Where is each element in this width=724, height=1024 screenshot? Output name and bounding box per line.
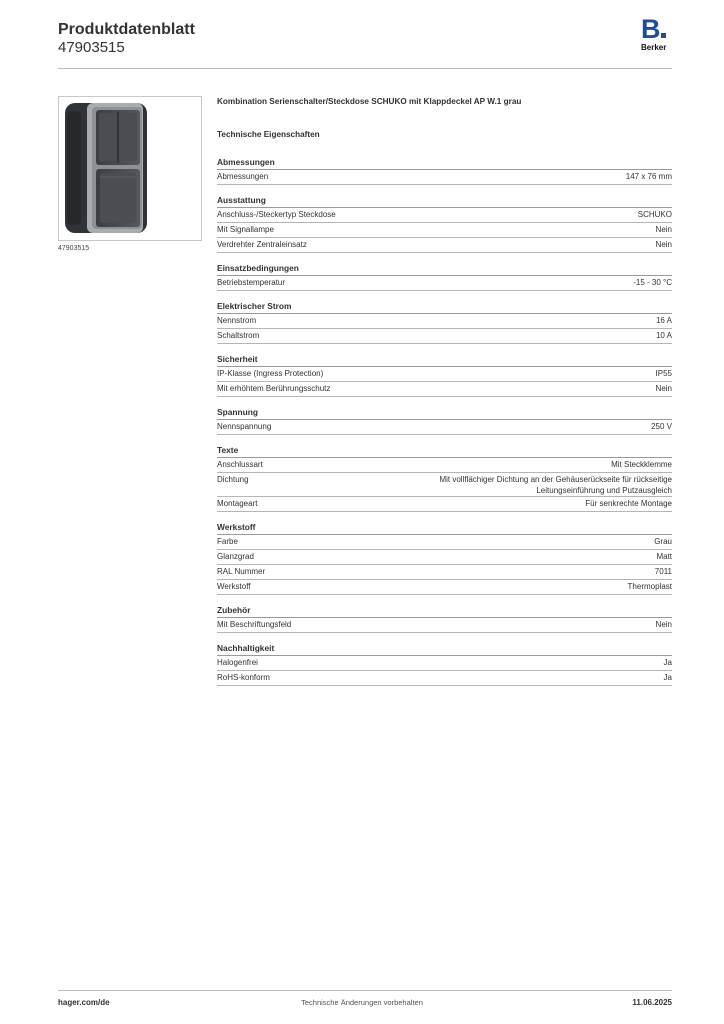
spec-row: RAL Nummer 7011: [217, 565, 672, 580]
spec-row: Glanzgrad Matt: [217, 550, 672, 565]
spec-row: Mit Signallampe Nein: [217, 223, 672, 238]
spec-content: Kombination Serienschalter/Steckdose SCH…: [217, 97, 672, 696]
section-heading: Technische Eigenschaften: [217, 130, 320, 139]
spec-row: Werkstoff Thermoplast: [217, 580, 672, 595]
spec-label: Verdrehter Zentraleinsatz: [217, 240, 307, 249]
product-name: Kombination Serienschalter/Steckdose SCH…: [217, 97, 522, 106]
spec-value: IP55: [655, 369, 672, 378]
group-title: Einsatzbedingungen: [217, 263, 672, 276]
spec-value: 147 x 76 mm: [625, 172, 672, 181]
spec-label: Schaltstrom: [217, 331, 260, 340]
spec-value: -15 - 30 °C: [633, 278, 672, 287]
spec-value: Thermoplast: [627, 582, 672, 591]
group-title: Werkstoff: [217, 522, 672, 535]
spec-row: Anschluss-/Steckertyp Steckdose SCHUKO: [217, 208, 672, 223]
spec-value: Nein: [655, 384, 672, 393]
spec-label: Nennstrom: [217, 316, 257, 325]
spec-label: Glanzgrad: [217, 552, 254, 561]
spec-row: IP-Klasse (Ingress Protection) IP55: [217, 367, 672, 382]
spec-label: Abmessungen: [217, 172, 269, 181]
spec-row: Schaltstrom 10 A: [217, 329, 672, 344]
spec-row: Verdrehter Zentraleinsatz Nein: [217, 238, 672, 253]
spec-row: Dichtung Mit vollflächiger Dichtung an de…: [217, 473, 672, 497]
spec-value: 250 V: [651, 422, 672, 431]
spec-value: Nein: [655, 225, 672, 234]
spec-label: Mit Signallampe: [217, 225, 274, 234]
spec-row: Mit erhöhtem Berührungsschutz Nein: [217, 382, 672, 397]
spec-value: Grau: [654, 537, 672, 546]
spec-label: Betriebstemperatur: [217, 278, 286, 287]
spec-row: Nennspannung 250 V: [217, 420, 672, 435]
spec-label: Dichtung: [217, 475, 249, 484]
spec-value: SCHUKO: [637, 210, 672, 219]
group-title: Spannung: [217, 407, 672, 420]
group-title: Texte: [217, 445, 672, 458]
spec-label: Halogenfrei: [217, 658, 258, 667]
footer-website: hager.com/de: [58, 998, 110, 1007]
spec-value: Matt: [656, 552, 672, 561]
spec-row: Anschlussart Mit Steckklemme: [217, 458, 672, 473]
spec-value: Nein: [655, 620, 672, 629]
spec-label: Werkstoff: [217, 582, 251, 591]
spec-value: Ja: [663, 658, 672, 667]
header-divider: [58, 68, 672, 69]
group-title: Sicherheit: [217, 354, 672, 367]
spec-value: Nein: [655, 240, 672, 249]
spec-label: RoHS-konform: [217, 673, 270, 682]
spec-value: 10 A: [655, 331, 672, 340]
spec-label: IP-Klasse (Ingress Protection): [217, 369, 324, 378]
article-number: 47903515: [58, 39, 125, 56]
berker-logo: B Berker: [641, 14, 675, 53]
group-title: Zubehör: [217, 605, 672, 618]
logo-word: Berker: [641, 43, 667, 52]
spec-label: Montageart: [217, 499, 258, 508]
product-illustration: [65, 103, 147, 233]
page-title: Produktdatenblatt: [58, 21, 195, 38]
footer-disclaimer: Technische Änderungen vorbehalten: [301, 998, 423, 1007]
spec-value: Für senkrechte Montage: [585, 499, 672, 508]
spec-row: RoHS-konform Ja: [217, 671, 672, 686]
spec-label: Mit erhöhtem Berührungsschutz: [217, 384, 331, 393]
image-caption: 47903515: [58, 245, 90, 252]
logo-letter: B: [641, 14, 660, 44]
spec-label: Anschlussart: [217, 460, 263, 469]
spec-value: Mit vollflächiger Dichtung an der Gehäus…: [439, 475, 672, 495]
footer-divider: [58, 990, 672, 991]
spec-label: RAL Nummer: [217, 567, 266, 576]
spec-value: 7011: [654, 567, 672, 576]
spec-label: Mit Beschriftungsfeld: [217, 620, 292, 629]
spec-label: Farbe: [217, 537, 238, 546]
product-image: [58, 96, 202, 241]
spec-label: Nennspannung: [217, 422, 272, 431]
spec-row: Montageart Für senkrechte Montage: [217, 497, 672, 512]
group-title: Elektrischer Strom: [217, 301, 672, 314]
spec-row: Abmessungen 147 x 76 mm: [217, 170, 672, 185]
spec-row: Halogenfrei Ja: [217, 656, 672, 671]
spec-row: Nennstrom 16 A: [217, 314, 672, 329]
spec-row: Betriebstemperatur -15 - 30 °C: [217, 276, 672, 291]
spec-value: Mit Steckklemme: [611, 460, 672, 469]
spec-row: Mit Beschriftungsfeld Nein: [217, 618, 672, 633]
spec-row: Farbe Grau: [217, 535, 672, 550]
group-title: Abmessungen: [217, 157, 672, 170]
spec-label: Anschluss-/Steckertyp Steckdose: [217, 210, 336, 219]
group-title: Nachhaltigkeit: [217, 643, 672, 656]
footer-date: 11.06.2025: [632, 998, 672, 1007]
spec-value: Ja: [663, 673, 672, 682]
spec-value: 16 A: [655, 316, 672, 325]
group-title: Ausstattung: [217, 195, 672, 208]
